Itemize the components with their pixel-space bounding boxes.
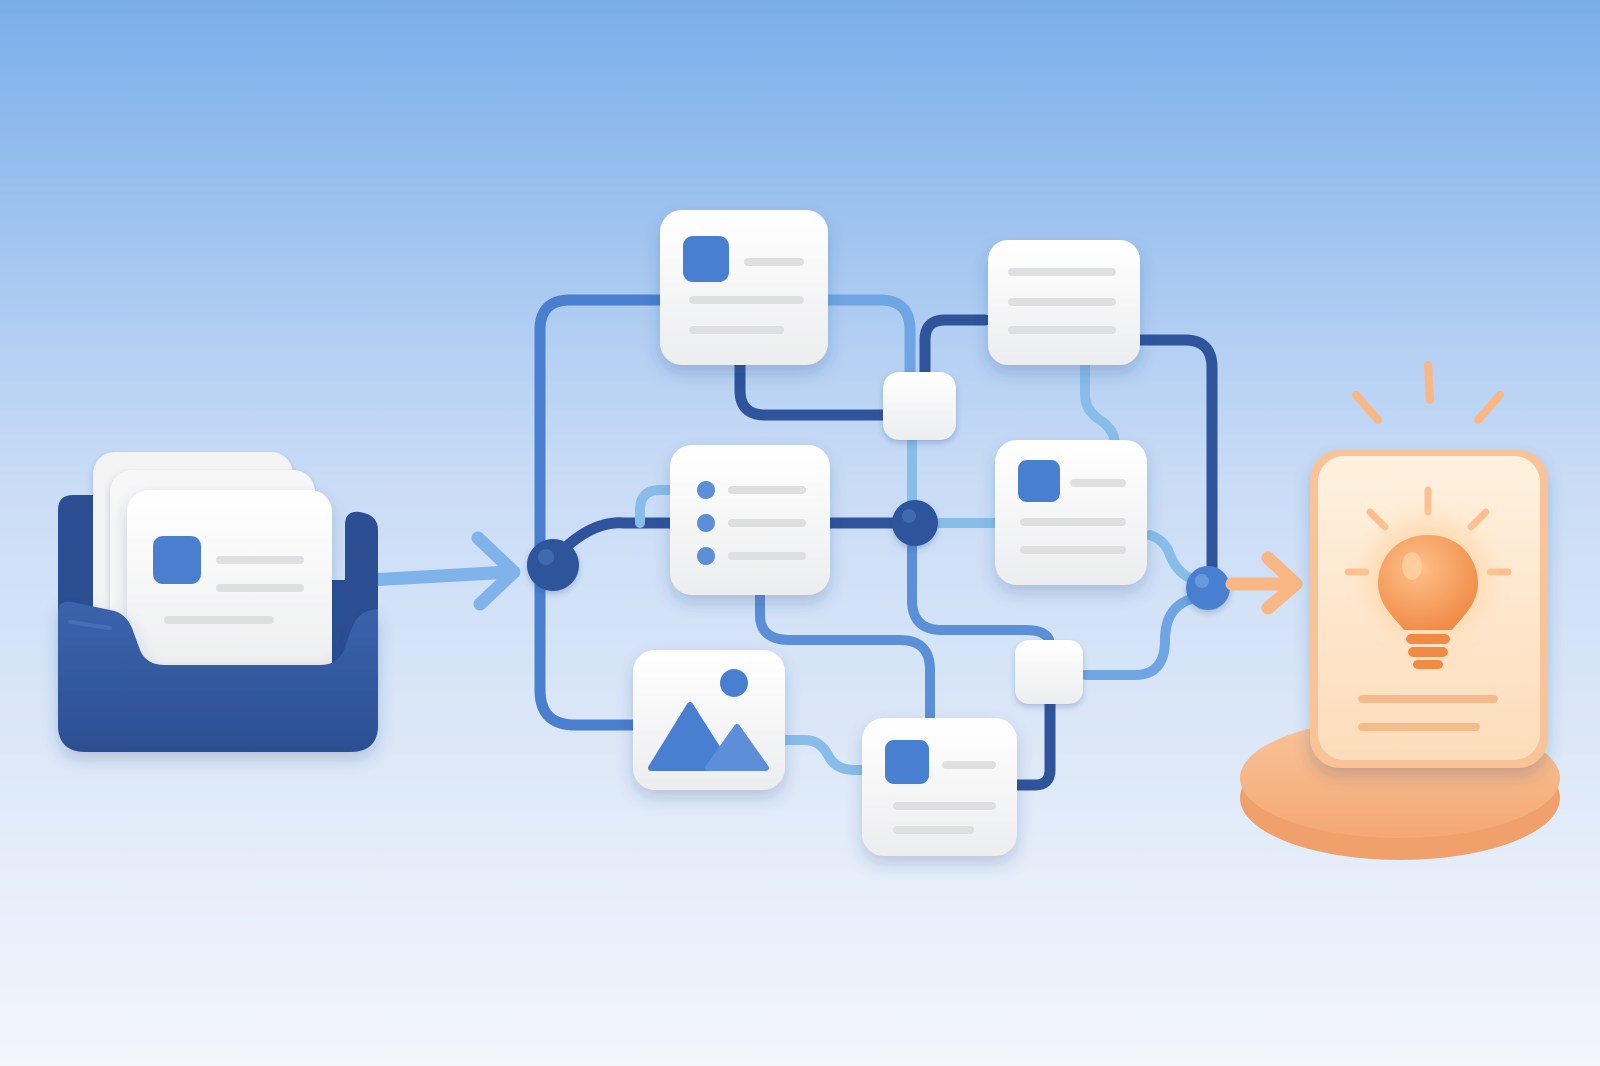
arrow-right-icon — [1225, 551, 1303, 615]
lightbulb-icon — [1368, 518, 1488, 669]
junction-square-bottom — [1015, 640, 1083, 704]
card-image — [633, 650, 785, 790]
tube-outer-loop-bottom — [534, 559, 651, 731]
tube-outer-loop-top — [534, 294, 666, 571]
card-top-left — [660, 210, 828, 365]
tube-square2-hubC — [1080, 593, 1200, 680]
card-bottom — [862, 718, 1017, 856]
hub-node-center — [892, 500, 938, 546]
tube-square2-card6 — [1009, 699, 1056, 791]
arrow-right-icon — [363, 531, 521, 611]
hub-nodes — [527, 500, 1230, 610]
tube-list-loop — [635, 485, 675, 528]
document-icon — [1018, 460, 1060, 502]
card-top-right — [988, 240, 1140, 365]
tube-card2-card4 — [1080, 360, 1120, 450]
tube-card1-junction — [734, 349, 891, 421]
document-icon — [153, 536, 201, 584]
tube-list-bottom — [755, 585, 935, 725]
tube-junction-card2 — [919, 314, 991, 391]
tube-card4-hubC — [1145, 530, 1200, 585]
idea-card-output — [1240, 361, 1560, 860]
card-middle-right — [995, 440, 1147, 585]
card-list — [670, 445, 830, 595]
tube-image-card6 — [780, 735, 875, 775]
tube-card2-hubC — [1134, 334, 1218, 574]
document-icon — [683, 236, 729, 282]
tube-card1-right — [814, 294, 916, 391]
hub-node-left — [527, 539, 579, 591]
list-icon — [697, 481, 715, 565]
image-icon — [648, 669, 769, 771]
document-stack-input — [58, 452, 378, 752]
light-rays — [1352, 361, 1504, 424]
junction-squares — [883, 372, 1083, 704]
document-icon — [885, 740, 929, 784]
tube-hubB-square2 — [907, 535, 1055, 650]
hub-node-right — [1186, 566, 1230, 610]
junction-square-top — [883, 372, 956, 440]
